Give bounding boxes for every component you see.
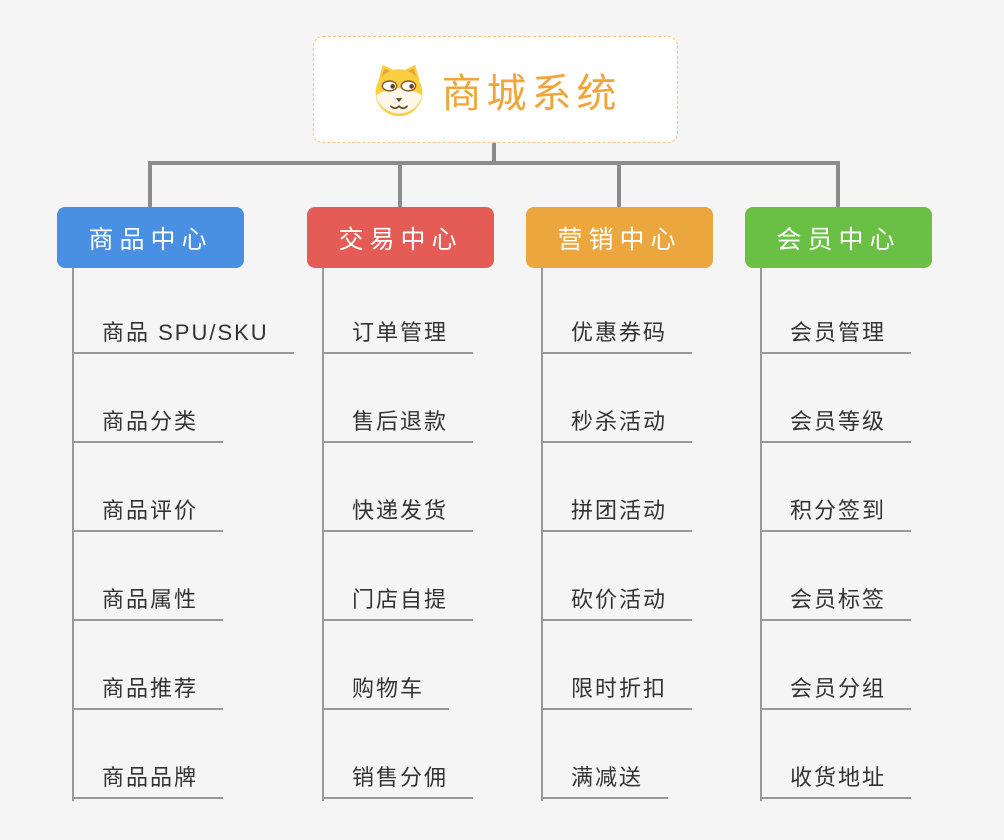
branch-node-member-center[interactable]: 会员中心 bbox=[745, 207, 932, 268]
leaf-node[interactable]: 商品评价 bbox=[72, 496, 224, 532]
leaf-node[interactable]: 会员管理 bbox=[760, 318, 912, 354]
leaf-node[interactable]: 收货地址 bbox=[760, 763, 912, 799]
leaf-node[interactable]: 订单管理 bbox=[322, 318, 474, 354]
dog-face-icon bbox=[370, 63, 428, 117]
connector-branch-stem bbox=[617, 165, 621, 207]
root-title: 商城系统 bbox=[441, 71, 622, 116]
leaf-node[interactable]: 商品 SPU/SKU bbox=[72, 318, 294, 354]
connector-horizontal-bar bbox=[148, 161, 840, 165]
leaf-node[interactable]: 门店自提 bbox=[322, 585, 474, 621]
connector-leaf-line bbox=[322, 268, 324, 801]
leaf-node[interactable]: 砍价活动 bbox=[541, 585, 693, 621]
connector-branch-stem bbox=[148, 165, 152, 207]
leaf-node[interactable]: 秒杀活动 bbox=[541, 407, 693, 443]
branch-node-product-center[interactable]: 商品中心 bbox=[57, 207, 244, 268]
leaf-node[interactable]: 购物车 bbox=[322, 674, 450, 710]
leaf-node[interactable]: 快递发货 bbox=[322, 496, 474, 532]
branch-node-trade-center[interactable]: 交易中心 bbox=[307, 207, 494, 268]
leaf-node[interactable]: 售后退款 bbox=[322, 407, 474, 443]
branch-node-marketing-center[interactable]: 营销中心 bbox=[526, 207, 713, 268]
connector-branch-stem bbox=[398, 165, 402, 207]
leaf-node[interactable]: 商品属性 bbox=[72, 585, 224, 621]
connector-leaf-line bbox=[72, 268, 74, 801]
leaf-node[interactable]: 会员分组 bbox=[760, 674, 912, 710]
leaf-node[interactable]: 商品品牌 bbox=[72, 763, 224, 799]
leaf-node[interactable]: 会员标签 bbox=[760, 585, 912, 621]
root-node[interactable]: 商城系统 bbox=[313, 36, 678, 143]
leaf-node[interactable]: 优惠券码 bbox=[541, 318, 693, 354]
leaf-node[interactable]: 商品推荐 bbox=[72, 674, 224, 710]
leaf-node[interactable]: 拼团活动 bbox=[541, 496, 693, 532]
connector-leaf-line bbox=[541, 268, 543, 801]
connector-leaf-line bbox=[760, 268, 762, 801]
connector-branch-stem bbox=[836, 165, 840, 207]
leaf-node[interactable]: 限时折扣 bbox=[541, 674, 693, 710]
leaf-node[interactable]: 销售分佣 bbox=[322, 763, 474, 799]
leaf-node[interactable]: 积分签到 bbox=[760, 496, 912, 532]
leaf-node[interactable]: 满减送 bbox=[541, 763, 669, 799]
leaf-node[interactable]: 会员等级 bbox=[760, 407, 912, 443]
leaf-node[interactable]: 商品分类 bbox=[72, 407, 224, 443]
connector-root-stem bbox=[492, 141, 496, 163]
